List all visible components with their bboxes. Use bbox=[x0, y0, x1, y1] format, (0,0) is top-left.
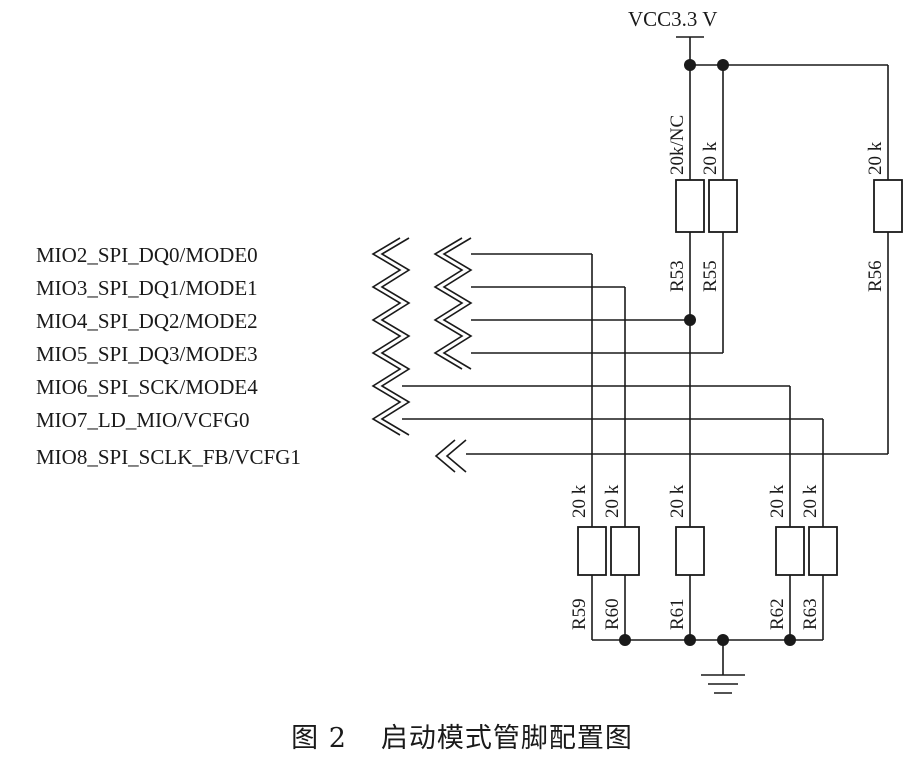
resistor-symbol bbox=[675, 526, 705, 576]
signal-labels: MIO2_SPI_DQ0/MODE0 MIO3_SPI_DQ1/MODE1 MI… bbox=[36, 243, 301, 469]
resistor-ref: R60 bbox=[602, 598, 623, 630]
figure-number: 图 2 bbox=[291, 723, 347, 754]
resistor-ref: R62 bbox=[767, 598, 788, 630]
resistor-ref: R61 bbox=[667, 598, 688, 630]
junction-dot bbox=[684, 634, 696, 646]
signal-label: MIO3_SPI_DQ1/MODE1 bbox=[36, 276, 258, 300]
figure-title: 启动模式管脚配置图 bbox=[380, 723, 633, 754]
vcc-label: VCC3.3 V bbox=[628, 7, 717, 31]
signal-label: MIO5_SPI_DQ3/MODE3 bbox=[36, 342, 258, 366]
pulldown-r59: 20 k R59 bbox=[569, 484, 607, 640]
pulldown-r62: 20 k R62 bbox=[767, 484, 805, 640]
signal-label: MIO6_SPI_SCK/MODE4 bbox=[36, 375, 258, 399]
signal-label: MIO2_SPI_DQ0/MODE0 bbox=[36, 243, 258, 267]
pullup-r55: 20 k R55 bbox=[700, 65, 738, 353]
pulldown-r60: 20 k R60 bbox=[602, 484, 640, 640]
resistor-value: 20 k bbox=[569, 484, 590, 518]
vcc-supply: VCC3.3 V bbox=[628, 7, 888, 71]
pullup-r56: 20 k R56 bbox=[865, 65, 903, 454]
resistor-ref: R56 bbox=[865, 260, 886, 292]
resistor-symbol bbox=[610, 526, 640, 576]
junction-dot bbox=[619, 634, 631, 646]
junction-dot bbox=[684, 314, 696, 326]
resistor-value: 20k/NC bbox=[667, 115, 688, 175]
signal-wires bbox=[402, 253, 888, 527]
resistor-value: 20 k bbox=[865, 141, 886, 175]
resistor-symbol bbox=[873, 179, 903, 233]
resistor-ref: R55 bbox=[700, 260, 721, 292]
resistor-symbol bbox=[708, 179, 738, 233]
connector-chevrons bbox=[371, 237, 473, 473]
resistor-ref: R59 bbox=[569, 598, 590, 630]
signal-label: MIO8_SPI_SCLK_FB/VCFG1 bbox=[36, 445, 301, 469]
signal-label: MIO4_SPI_DQ2/MODE2 bbox=[36, 309, 258, 333]
pulldown-r63: 20 k R63 bbox=[800, 484, 838, 640]
signal-label: MIO7_LD_MIO/VCFG0 bbox=[36, 408, 250, 432]
ground-symbol bbox=[701, 674, 745, 694]
resistor-ref: R53 bbox=[667, 260, 688, 292]
resistor-value: 20 k bbox=[800, 484, 821, 518]
resistor-ref: R63 bbox=[800, 598, 821, 630]
resistor-symbol bbox=[675, 179, 705, 233]
pulldown-r61: 20 k R61 bbox=[667, 484, 705, 630]
resistor-value: 20 k bbox=[700, 141, 721, 175]
resistor-symbol bbox=[577, 526, 607, 576]
resistor-value: 20 k bbox=[767, 484, 788, 518]
figure-caption: 图 2 启动模式管脚配置图 bbox=[0, 716, 924, 755]
resistor-value: 20 k bbox=[667, 484, 688, 518]
ground-bus bbox=[592, 634, 823, 694]
junction-dot bbox=[784, 634, 796, 646]
resistor-value: 20 k bbox=[602, 484, 623, 518]
resistor-symbol bbox=[775, 526, 805, 576]
resistor-symbol bbox=[808, 526, 838, 576]
